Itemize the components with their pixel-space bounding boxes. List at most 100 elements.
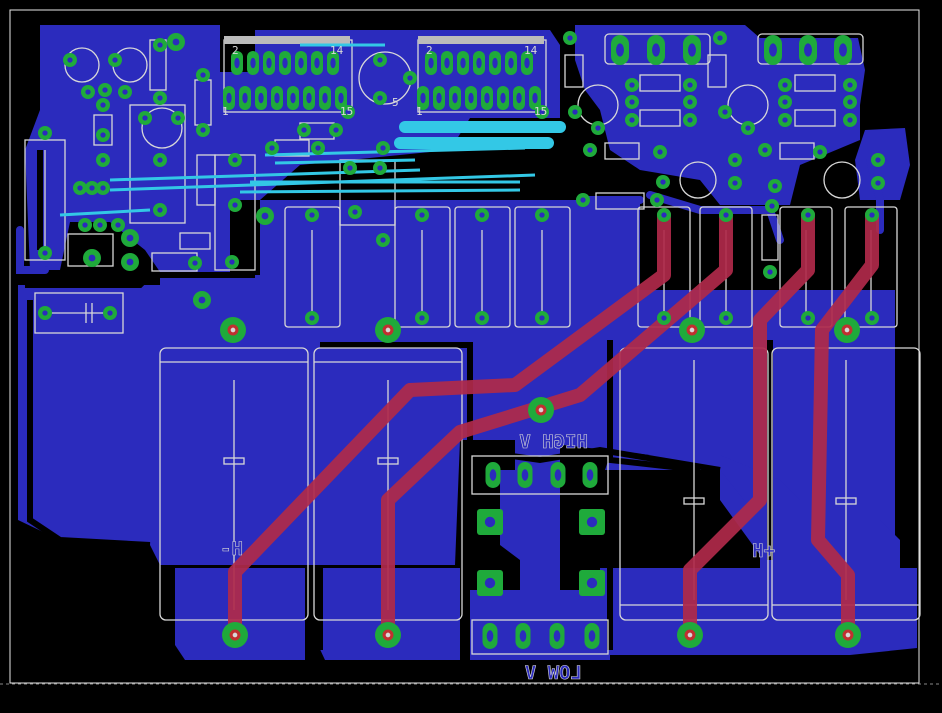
cap-radial-1-outline — [64, 47, 100, 83]
pad-53 — [647, 35, 665, 65]
signal-trace-5 — [866, 156, 884, 234]
pad-8 — [834, 317, 860, 343]
pad-30 — [263, 51, 275, 75]
pad-drill — [629, 99, 635, 105]
pad-65 — [535, 311, 549, 325]
pad-drill — [723, 315, 729, 321]
pad-140 — [108, 53, 122, 67]
pad-drill — [100, 132, 106, 138]
pad-drill — [654, 197, 660, 203]
jumper-6 — [274, 158, 416, 165]
pad-drill — [309, 315, 315, 321]
pad-drill — [157, 157, 163, 163]
pad-116 — [653, 145, 667, 159]
cap-bulk-3-symbol — [683, 497, 705, 505]
resistor-r6-outline — [595, 192, 645, 210]
pad-100 — [568, 105, 582, 119]
pad-drill — [436, 92, 442, 104]
pad-128 — [683, 95, 697, 109]
cap-radial-7-outline — [823, 161, 861, 199]
pad-94 — [196, 123, 210, 137]
pad-drill — [629, 117, 635, 123]
pad-drill — [782, 99, 788, 105]
pad-drill — [688, 43, 696, 57]
pad-133 — [265, 141, 279, 155]
pad-152 — [373, 91, 387, 105]
plus-h-label: +H — [752, 540, 775, 562]
pad-drill — [107, 310, 113, 316]
pad-71 — [801, 311, 815, 325]
pad-24 — [425, 51, 437, 75]
pad-drill — [157, 95, 163, 101]
pad-drill — [407, 75, 413, 81]
pad-drill — [519, 630, 527, 642]
pad-34 — [279, 51, 291, 75]
component-left-film-cap-outline — [34, 292, 124, 334]
signal-traces — [16, 156, 884, 274]
pad-97 — [228, 153, 242, 167]
pad-drill — [274, 92, 280, 104]
diode-d7-outline — [604, 142, 640, 160]
copper-block-bottom-right — [600, 568, 917, 655]
cap-box-1-outline — [129, 104, 186, 224]
pad-drill — [508, 57, 514, 69]
pad-drill — [717, 35, 723, 41]
pad-160 — [121, 253, 139, 271]
pad-106 — [728, 153, 742, 167]
pad-58 — [305, 208, 319, 222]
pad-68 — [719, 208, 733, 222]
ic2-tab — [418, 36, 544, 44]
pad-50 — [335, 86, 347, 110]
pad-center — [689, 327, 695, 333]
pad-134 — [311, 141, 325, 155]
pad-108 — [768, 179, 782, 193]
pad-59 — [305, 311, 319, 325]
cap-mid-1-outline — [284, 206, 341, 328]
cap-mid-2-outline — [394, 206, 451, 328]
pad-70 — [801, 208, 815, 222]
cap-mid-8-outline — [844, 206, 898, 328]
cap-mid-7-outline — [779, 206, 833, 328]
ic1-pin14-label: 14 — [330, 44, 344, 57]
copper-bridge-center-bottom — [470, 590, 610, 660]
pad-135 — [96, 98, 110, 112]
pad-drill — [157, 207, 163, 213]
cap-mid-3-outline — [454, 206, 511, 328]
pad-drill — [805, 315, 811, 321]
pad-drill — [100, 102, 106, 108]
pad-64 — [535, 208, 549, 222]
pad-144 — [96, 181, 110, 195]
pad-drill — [42, 250, 48, 256]
pad-92 — [153, 91, 167, 105]
pad-drill — [817, 149, 823, 155]
pad-center — [538, 407, 544, 413]
bridge-rectifier-low-outline — [471, 619, 609, 655]
pad-153 — [403, 71, 417, 85]
pad-21 — [584, 623, 600, 649]
pad-87 — [111, 218, 125, 232]
pad-drill — [484, 92, 490, 104]
pad-1 — [222, 622, 248, 648]
pad-drill — [772, 183, 778, 189]
pad-52 — [611, 35, 629, 65]
pad-drill — [767, 269, 773, 275]
top-copper-layer — [228, 208, 879, 642]
pad-141 — [63, 53, 77, 67]
pad-drill — [122, 89, 128, 95]
copper-bridge-center-top — [500, 400, 560, 600]
pad-drill — [42, 130, 48, 136]
pad-drill — [492, 57, 498, 69]
pad-22 — [231, 51, 243, 75]
pad-77 — [103, 306, 117, 320]
pad-55 — [764, 35, 782, 65]
pad-drill — [875, 180, 881, 186]
pad-69 — [719, 311, 733, 325]
pad-17 — [582, 462, 598, 488]
pad-drill — [580, 197, 586, 203]
pad-75 — [38, 246, 52, 260]
pad-124 — [778, 113, 792, 127]
pad-44 — [505, 51, 517, 75]
pad-54 — [683, 35, 701, 65]
pad-drill — [452, 92, 458, 104]
